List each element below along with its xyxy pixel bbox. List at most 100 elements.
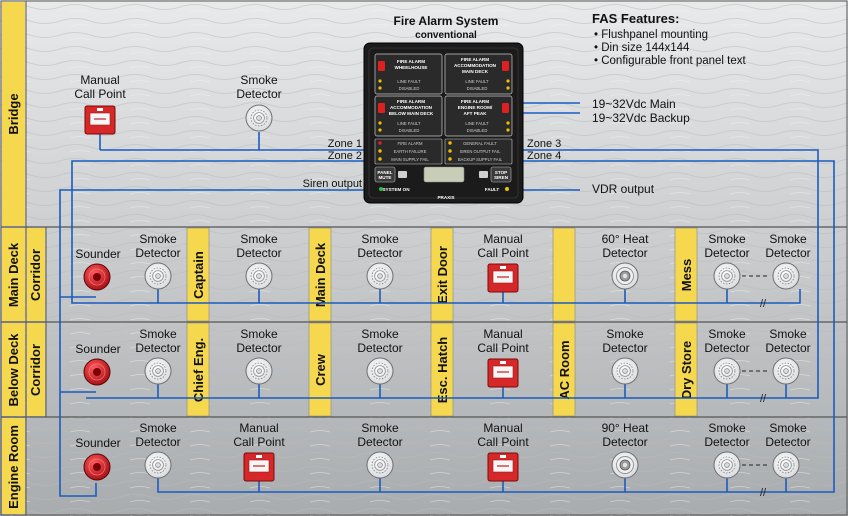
- smoke-detector-icon: [144, 262, 172, 290]
- zone1-block: [374, 53, 443, 95]
- smoke-detector-icon: [144, 357, 172, 385]
- manual-call-point-icon: [487, 358, 519, 388]
- zone4-label: Zone 4: [527, 150, 561, 162]
- disabled-label: DISABLED: [399, 128, 420, 133]
- power-backup-label: 19~32Vdc Backup: [592, 111, 690, 125]
- zone2-block: [444, 53, 513, 95]
- zone3-block: [374, 95, 443, 137]
- wiring: [59, 102, 835, 497]
- features-title: FAS Features:: [592, 11, 679, 26]
- sounder-icon: [83, 263, 111, 291]
- smoke-detector-icon: [245, 357, 273, 385]
- manual-call-point-icon: [84, 105, 116, 135]
- deck-strip-engine: [2, 418, 25, 514]
- device-label: Sounder: [75, 342, 120, 356]
- heat-detector-icon: [611, 262, 639, 290]
- heat-detector-icon: [611, 451, 639, 479]
- stop-siren-button[interactable]: [490, 166, 512, 183]
- disabled-label: DISABLED: [467, 128, 488, 133]
- feature-item: • Din size 144x144: [594, 42, 690, 54]
- manual-call-point-icon: [487, 263, 519, 293]
- smoke-detector-icon: [713, 262, 741, 290]
- manual-call-point-icon: [243, 452, 275, 482]
- room-label: Mess: [679, 259, 694, 292]
- svg-text:MAIN DECK: MAIN DECK: [462, 69, 489, 74]
- smoke-detector-icon: [713, 451, 741, 479]
- fire-alarm-panel: Fire Alarm System conventional FIRE ALAR…: [363, 14, 524, 204]
- deck-label-main: Main Deck: [6, 242, 21, 307]
- room-label: Captain: [191, 251, 206, 299]
- corridor-label-below: Corridor: [28, 344, 43, 396]
- deck-label-below: Below Deck: [6, 333, 21, 407]
- break-mark: //: [760, 487, 767, 499]
- zone2-wire: [71, 160, 801, 304]
- svg-text:AFT PEAK: AFT PEAK: [464, 111, 488, 116]
- zone1-led: [378, 61, 385, 71]
- smoke-detector-icon: [772, 357, 800, 385]
- reset-button[interactable]: [398, 171, 407, 178]
- svg-text:MUTE: MUTE: [378, 175, 391, 180]
- power-vdr-wires: [523, 102, 580, 191]
- svg-text:WHEELHOUSE: WHEELHOUSE: [395, 65, 428, 70]
- detector-links: // // //: [742, 275, 770, 499]
- status-siren-output: SIREN OUTPUT FAIL: [460, 149, 502, 154]
- deck-label-strip: Bridge Main Deck Corridor Below Deck Cor…: [2, 2, 45, 514]
- brand-label: PRAXIS: [437, 195, 454, 200]
- fault-led: [505, 187, 509, 191]
- zone3-name: FIRE ALARM: [397, 99, 425, 104]
- smoke-detector-icon: [366, 262, 394, 290]
- smoke-detector-icon: [366, 357, 394, 385]
- zone3-label: Zone 3: [527, 138, 561, 150]
- sounder-icon: [83, 358, 111, 386]
- status-backup-supply: BACKUP SUPPLY FAIL: [458, 157, 503, 162]
- status-rows: FIRE ALARM EARTH FAILURE MAIN SUPPLY FAI…: [374, 138, 513, 165]
- svg-text:ACCOMMODATION: ACCOMMODATION: [390, 105, 433, 110]
- feature-item: • Configurable front panel text: [594, 55, 747, 67]
- panel-subtitle: conventional: [415, 30, 477, 41]
- fault-rows: LINE FAULT DISABLED LINE FAULT DISABLED …: [378, 79, 510, 133]
- deck-strip-bridge: [2, 2, 25, 226]
- room-label: AC Room: [557, 340, 572, 399]
- zone4-name: FIRE ALARM: [461, 99, 489, 104]
- test-button[interactable]: [479, 171, 488, 178]
- disabled-label: DISABLED: [467, 86, 488, 91]
- break-mark: //: [760, 393, 767, 405]
- status-fire-alarm: FIRE ALARM: [398, 141, 423, 146]
- zone2-name: FIRE ALARM: [461, 57, 489, 62]
- corridor-strip-main: [27, 228, 45, 321]
- break-mark: //: [760, 298, 767, 310]
- manual-call-point-icon: [487, 452, 519, 482]
- line-fault-label: LINE FAULT: [397, 79, 421, 84]
- room-label: Esc. Hatch: [435, 337, 450, 404]
- room-label: Main Deck: [313, 242, 328, 307]
- panel-mute-button[interactable]: [374, 166, 396, 183]
- fault-label: FAULT: [485, 187, 500, 192]
- svg-text:PANEL: PANEL: [377, 170, 392, 175]
- zone2-led: [502, 61, 509, 71]
- zone4-wire: [157, 160, 835, 493]
- disabled-label: DISABLED: [399, 86, 420, 91]
- room-label: Crew: [313, 353, 328, 386]
- zone2-label: Zone 2: [328, 150, 362, 162]
- svg-text:ENGINE ROOM/: ENGINE ROOM/: [458, 105, 493, 110]
- line-fault-label: LINE FAULT: [397, 121, 421, 126]
- status-earth-failure: EARTH FAILURE: [394, 149, 427, 154]
- room-label: Chief Eng.: [191, 338, 206, 402]
- svg-text:BELOW MAIN DECK: BELOW MAIN DECK: [389, 111, 434, 116]
